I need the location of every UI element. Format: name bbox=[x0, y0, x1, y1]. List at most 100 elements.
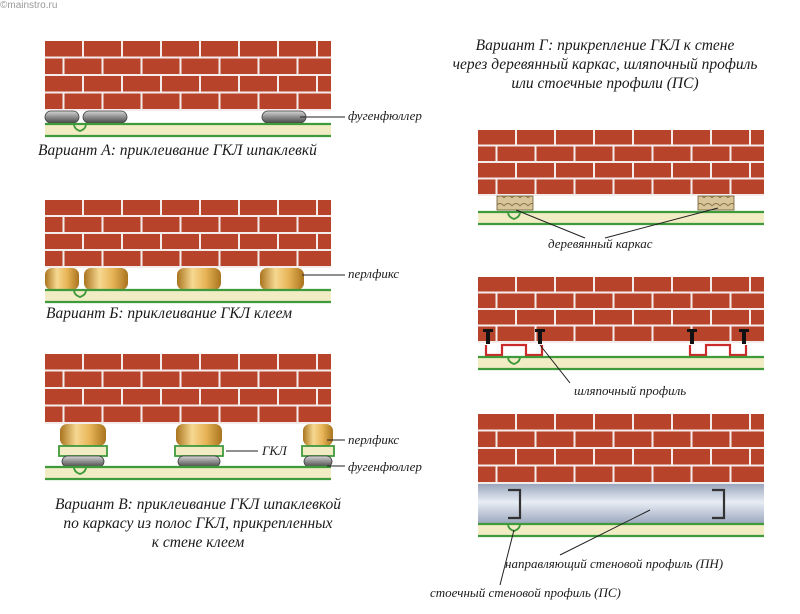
brick bbox=[298, 251, 331, 266]
fugenfuller-daub bbox=[177, 455, 221, 468]
brick bbox=[575, 293, 613, 308]
brick bbox=[712, 449, 749, 465]
caption-variant-v-line1: Вариант В: приклеивание ГКЛ шпаклевкой bbox=[54, 496, 342, 513]
caption-variant-g-line1: Вариант Г: прикрепление ГКЛ к стене bbox=[475, 37, 735, 54]
brick bbox=[517, 163, 554, 178]
board-variant-b bbox=[45, 288, 331, 304]
brick bbox=[162, 41, 199, 57]
caption-variant-v: Вариант В: приклеивание ГКЛ шпаклевкой п… bbox=[28, 495, 368, 552]
label-hat-profile: шляпочный профиль bbox=[574, 383, 687, 398]
brick bbox=[181, 406, 219, 422]
brick bbox=[201, 234, 238, 249]
brick bbox=[45, 76, 82, 92]
brick bbox=[751, 277, 764, 292]
brick bbox=[478, 277, 515, 292]
brick bbox=[478, 146, 496, 161]
brick bbox=[45, 200, 82, 215]
brick bbox=[123, 200, 160, 215]
caption-variant-v-line3: к стене клеем bbox=[151, 534, 245, 551]
brick bbox=[634, 310, 671, 325]
brick bbox=[556, 414, 593, 430]
wall-variant-v bbox=[45, 354, 331, 424]
caption-variant-a: Вариант А: приклеивание ГКЛ шпаклевкй bbox=[38, 142, 317, 159]
label-perlfix-b: перлфикс bbox=[348, 266, 400, 281]
brick bbox=[712, 310, 749, 325]
board-variant-g-hat bbox=[478, 355, 764, 371]
brick bbox=[259, 251, 297, 266]
brick bbox=[536, 146, 574, 161]
brick bbox=[279, 41, 316, 57]
brick bbox=[556, 310, 593, 325]
brick bbox=[318, 234, 331, 249]
drywall-board bbox=[478, 357, 764, 369]
brick bbox=[478, 449, 515, 465]
brick bbox=[556, 449, 593, 465]
brick bbox=[614, 431, 652, 447]
brick bbox=[653, 466, 691, 482]
brick bbox=[478, 163, 515, 178]
fugenfuller-daub bbox=[44, 110, 80, 124]
brick bbox=[103, 251, 141, 266]
brick bbox=[614, 326, 652, 341]
brick bbox=[181, 58, 219, 74]
brick bbox=[751, 449, 764, 465]
brick bbox=[259, 406, 297, 422]
brick bbox=[279, 389, 316, 405]
wall-variant-b bbox=[45, 200, 331, 268]
brick bbox=[595, 414, 632, 430]
brick bbox=[181, 251, 219, 266]
brick bbox=[181, 371, 219, 387]
brick bbox=[84, 200, 121, 215]
brick bbox=[497, 431, 535, 447]
brick bbox=[712, 277, 749, 292]
brick bbox=[478, 431, 496, 447]
brick bbox=[162, 354, 199, 370]
brick bbox=[692, 293, 730, 308]
board-variant-v bbox=[45, 465, 331, 481]
anchor-screw bbox=[690, 331, 694, 344]
brick bbox=[201, 389, 238, 405]
brick bbox=[751, 163, 764, 178]
drywall-board bbox=[45, 290, 331, 302]
brick bbox=[712, 414, 749, 430]
perlfix-daub bbox=[45, 268, 79, 290]
brick bbox=[653, 179, 691, 194]
brick bbox=[279, 354, 316, 370]
brick bbox=[595, 130, 632, 145]
brick bbox=[64, 251, 102, 266]
leader-line bbox=[559, 509, 651, 556]
brick bbox=[673, 130, 710, 145]
brick bbox=[478, 293, 496, 308]
caption-variant-v-line2: по каркасу из полос ГКЛ, прикрепленных bbox=[63, 515, 333, 532]
brick bbox=[673, 310, 710, 325]
fugenfuller-daub bbox=[303, 455, 333, 468]
drywall-board bbox=[478, 212, 764, 224]
brick bbox=[45, 93, 63, 109]
anchor-head bbox=[687, 329, 697, 332]
brick bbox=[45, 58, 63, 74]
label-fugenfuller-v: фугенфюллер bbox=[348, 459, 422, 474]
brick bbox=[731, 431, 764, 447]
brick bbox=[142, 371, 180, 387]
label-stud-profile: стоечный стеновой профиль (ПС) bbox=[430, 585, 621, 600]
caption-variant-g-line2: через деревянный каркас, шляпочный профи… bbox=[452, 56, 758, 73]
brick bbox=[575, 326, 613, 341]
brick bbox=[123, 234, 160, 249]
brick bbox=[731, 293, 764, 308]
brick bbox=[240, 354, 277, 370]
wall-variant-g-stud bbox=[478, 414, 764, 484]
brick bbox=[84, 354, 121, 370]
brick bbox=[240, 389, 277, 405]
brick bbox=[279, 76, 316, 92]
brick bbox=[634, 277, 671, 292]
brick bbox=[595, 310, 632, 325]
brick bbox=[259, 217, 297, 232]
brick bbox=[634, 130, 671, 145]
brick bbox=[673, 277, 710, 292]
brick bbox=[692, 179, 730, 194]
drywall-board bbox=[478, 524, 764, 536]
brick bbox=[731, 466, 764, 482]
perlfix-daub bbox=[260, 268, 304, 290]
brick bbox=[653, 146, 691, 161]
label-gkl-v: ГКЛ bbox=[262, 443, 287, 458]
